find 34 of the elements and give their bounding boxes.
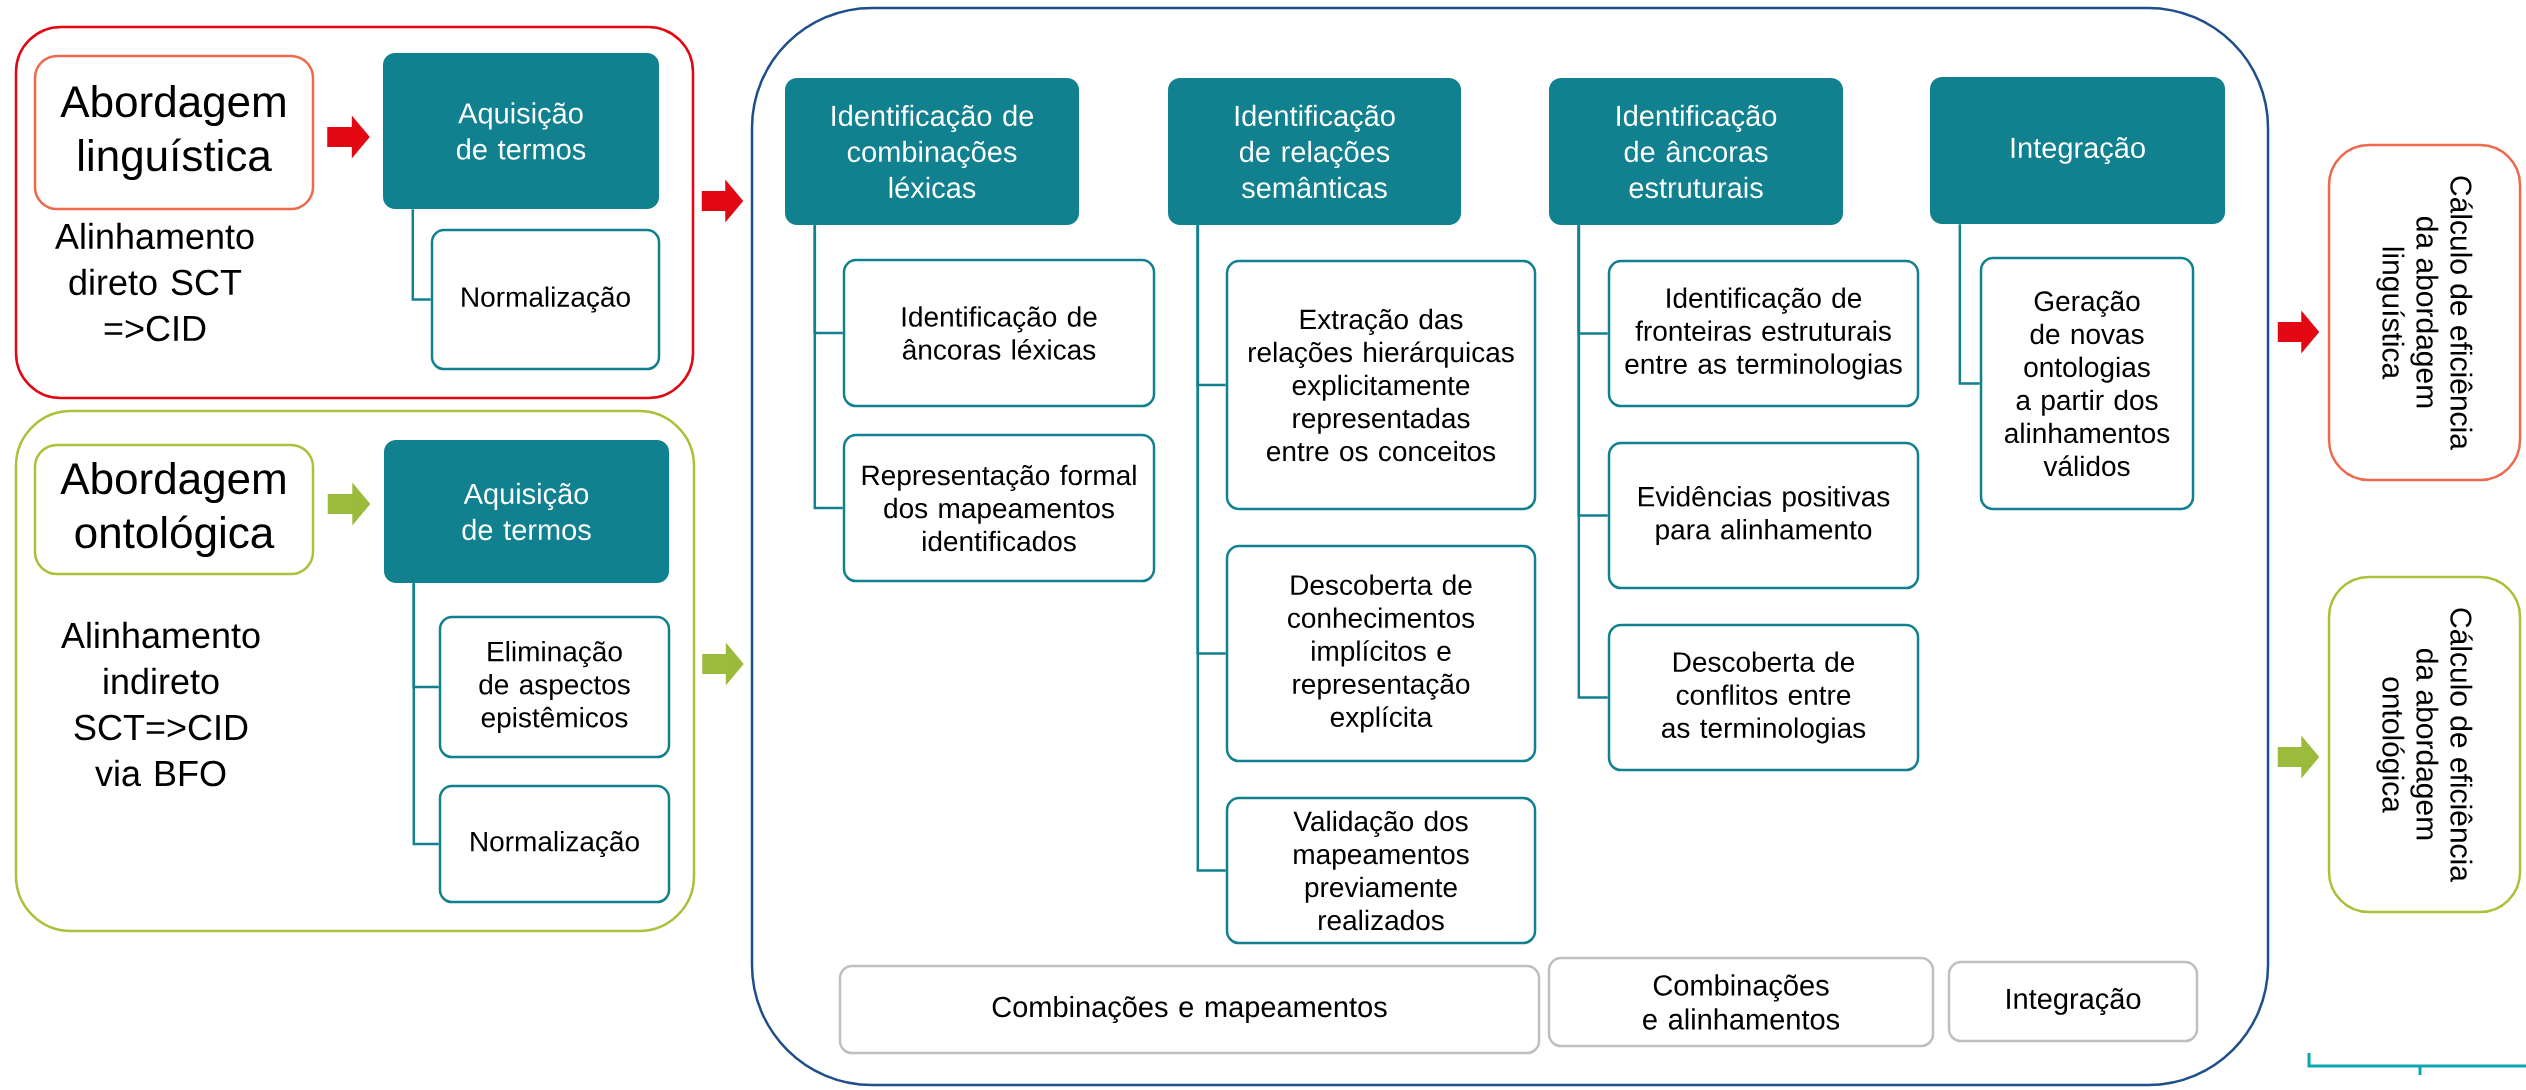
panel-caption: Alinhamento indireto SCT=>CID via BFO: [61, 621, 260, 787]
connector-line: [1958, 224, 1980, 385]
result-box: Cálculo de eficiência da abordagem linguística: [2327, 143, 2522, 482]
connector-line: [1196, 225, 1226, 872]
connector-line: [411, 209, 431, 301]
task-box: Descoberta de conflitos entre as terminologias: [1607, 623, 1920, 772]
approach-box: Abordagem ontológica: [33, 443, 315, 576]
approach-box: Abordagem linguística: [33, 54, 315, 211]
task-box: Identificação de âncoras léxicas: [842, 258, 1156, 408]
task-box: Extração das relações hierárquicas explicitamente representadas entre os conceitos: [1225, 259, 1537, 511]
task-box: Representação formal dos mapeamentos identificados: [842, 433, 1156, 583]
task-box: Descoberta de conhecimentos implícitos e representação explícita: [1225, 544, 1537, 763]
step-header: Identificação de âncoras estruturais: [1549, 78, 1843, 225]
connector-line: [813, 225, 843, 510]
step-header: Integração: [1930, 77, 2226, 224]
step-header: Identificação de combinações léxicas: [785, 78, 1079, 225]
panel-caption: Alinhamento direto SCT =>CID: [55, 222, 254, 342]
task-box: Geração de novas ontologias a partir dos alinhamentos válidos: [1979, 256, 2195, 511]
phase-box: Integração: [1947, 960, 2199, 1043]
phase-box: Combinações e mapeamentos: [838, 964, 1541, 1055]
task-box: Evidências positivas para alinhamento: [1607, 441, 1920, 590]
step-header: Identificação de relações semânticas: [1168, 78, 1461, 225]
result-box: Cálculo de eficiência da abordagem ontológica: [2327, 575, 2522, 914]
phase-box: Combinações e alinhamentos: [1547, 956, 1935, 1048]
connector-line: [412, 583, 439, 846]
step-header: Aquisição de termos: [383, 53, 659, 209]
task-box: Identificação de fronteiras estruturais entre as terminologias: [1607, 259, 1920, 408]
task-box: Eliminação de aspectos epistêmicos: [438, 615, 671, 759]
panel-frame: [750, 6, 2270, 1087]
task-box: Validação dos mapeamentos previamente realizados: [1225, 796, 1537, 945]
task-box: Normalização: [430, 228, 661, 371]
step-header: Aquisição de termos: [384, 440, 669, 583]
task-box: Normalização: [438, 784, 671, 904]
connector-line: [1577, 225, 1608, 699]
